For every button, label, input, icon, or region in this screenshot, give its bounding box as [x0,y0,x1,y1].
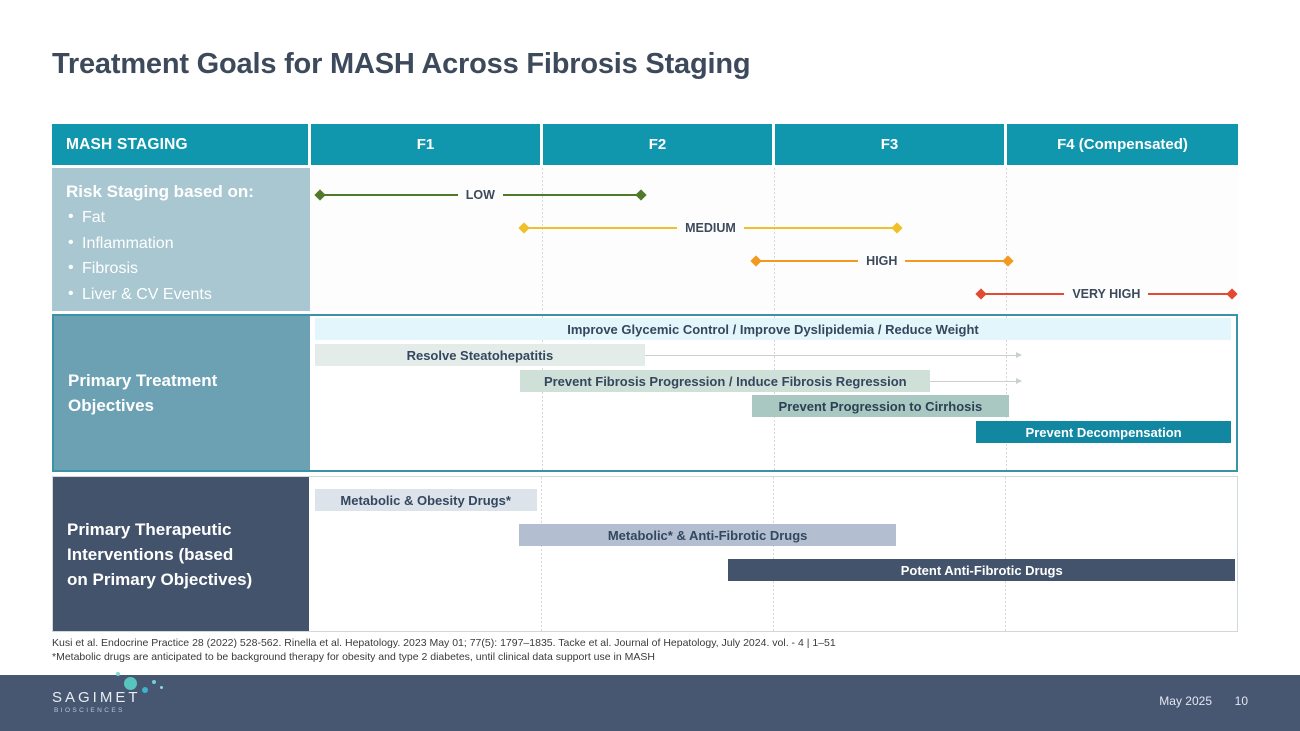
grid-separator-f1-f2 [542,168,543,311]
risk-endpoint-right-diamond-icon [891,222,903,234]
logo-dot-mid [142,687,148,693]
sagimet-logo: SAGIMET BIOSCIENCES [52,672,163,714]
logo-tagline: BIOSCIENCES [54,707,125,714]
logo-wordmark: SAGIMET [52,689,141,706]
risk-staging-legend: Risk Staging based on: Fat Inflammation … [52,168,310,311]
logo-dot-large [124,677,137,690]
risk-level-label: MEDIUM [685,221,736,235]
risk-bullet-fat: Fat [66,204,310,231]
risk-staging-bullet-list: Fat Inflammation Fibrosis Liver & CV Eve… [66,204,310,308]
footer-date: May 2025 [1159,694,1212,708]
risk-endpoint-right-diamond-icon [635,189,647,201]
grid-separator-f2-f3 [773,477,774,631]
intervention-bar-label: Metabolic* & Anti-Fibrotic Drugs [607,527,808,543]
logo-dot-tiny [160,686,163,689]
objective-bar: Prevent Decompensation [975,421,1232,443]
intervention-bar: Potent Anti-Fibrotic Drugs [728,559,1235,581]
intervention-bar: Metabolic & Obesity Drugs* [314,489,537,511]
footer-page-number: 10 [1234,694,1248,708]
risk-level-label: HIGH [866,254,898,268]
header-stage-f3: F3 [775,124,1004,165]
grid-separator-f1-f2 [541,477,542,631]
risk-segment-left [323,193,458,197]
risk-level-label: LOW [465,188,495,202]
header-mash-staging: MASH STAGING [52,124,308,165]
risk-bullet-fibrosis: Fibrosis [66,255,310,282]
risk-endpoint-left-diamond-icon [518,222,530,234]
logo-dot-small-top [116,672,120,676]
risk-staging-band: Risk Staging based on: Fat Inflammation … [52,168,1238,311]
grid-separator-f1-f2 [542,316,543,470]
risk-segment-left [528,226,678,230]
footnotes: Kusi et al. Endocrine Practice 28 (2022)… [52,637,836,664]
risk-segment-right [1148,292,1228,296]
objective-continuation-arrow-icon [930,378,1022,384]
risk-endpoint-left-diamond-icon [750,255,762,267]
grid-separator-f2-f3 [774,316,775,470]
slide-footer: SAGIMET BIOSCIENCES May 2025 10 [0,672,1300,731]
risk-level-medium: MEDIUM [518,221,903,235]
risk-endpoint-left-diamond-icon [975,288,987,300]
footnote-references: Kusi et al. Endocrine Practice 28 (2022)… [52,637,836,649]
header-stage-f2: F2 [543,124,772,165]
objective-bar-label: Prevent Fibrosis Progression / Induce Fi… [543,373,907,389]
header-stage-f4: F4 (Compensated) [1007,124,1238,165]
risk-level-high: HIGH [750,254,1014,268]
footnote-metabolic-drugs: *Metabolic drugs are anticipated to be b… [52,650,655,663]
objective-bar: Prevent Fibrosis Progression / Induce Fi… [520,370,931,392]
risk-level-low: LOW [313,188,647,202]
objective-bar-label: Prevent Progression to Cirrhosis [778,398,983,414]
header-stage-f1: F1 [311,124,540,165]
intervention-bar: Metabolic* & Anti-Fibrotic Drugs [519,524,897,546]
risk-endpoint-right-diamond-icon [1002,255,1014,267]
risk-staging-heading: Risk Staging based on: [66,182,254,201]
staging-table: MASH STAGING F1 F2 F3 F4 (Compensated) R… [52,124,1238,632]
risk-endpoint-left-diamond-icon [313,189,326,201]
risk-segment-right [743,226,893,230]
grid-separator-f3-f4 [1005,477,1006,631]
intervention-bar-label: Potent Anti-Fibrotic Drugs [900,562,1063,578]
risk-segment-right [905,259,1004,263]
risk-segment-right [502,193,638,197]
objective-bar-label: Prevent Decompensation [1025,424,1182,440]
objective-bar-label: Improve Glycemic Control / Improve Dysli… [567,321,979,337]
objective-bar-label: Resolve Steatohepatitis [406,347,554,363]
objective-bar: Improve Glycemic Control / Improve Dysli… [314,318,1232,340]
risk-endpoint-right-diamond-icon [1226,288,1238,300]
primary-treatment-objectives-plot: Improve Glycemic Control / Improve Dysli… [310,316,1236,470]
risk-segment-left [759,259,859,263]
logo-dot-right [152,680,156,684]
objective-bar: Resolve Steatohepatitis [314,344,646,366]
grid-separator-f3-f4 [1006,168,1007,311]
risk-segment-left [984,292,1065,296]
risk-level-label: VERY HIGH [1072,287,1141,301]
primary-therapeutic-interventions-plot: Metabolic & Obesity Drugs* Metabolic* & A… [309,477,1237,631]
risk-bullet-liver-cv-events: Liver & CV Events [66,281,310,308]
objective-continuation-arrow-icon [645,352,1023,358]
risk-level-very-high: VERY HIGH [975,287,1238,301]
risk-staging-plot: LOW MEDIUM HIGH VERY HIGH [310,168,1238,311]
grid-separator-f3-f4 [1006,316,1007,470]
grid-separator-f2-f3 [774,168,775,311]
table-header-row: MASH STAGING F1 F2 F3 F4 (Compensated) [52,124,1238,165]
risk-bullet-inflammation: Inflammation [66,230,310,257]
page-title: Treatment Goals for MASH Across Fibrosis… [52,48,751,80]
intervention-bar-label: Metabolic & Obesity Drugs* [340,492,511,508]
objective-bar: Prevent Progression to Cirrhosis [751,395,1010,417]
